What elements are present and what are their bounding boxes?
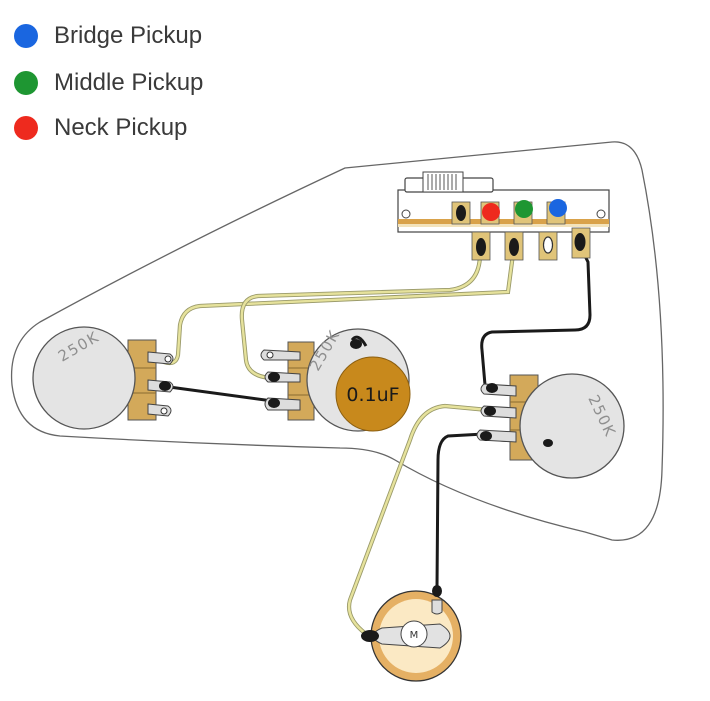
- output-jack: M: [361, 585, 462, 682]
- volume-pot: 250K: [32, 326, 174, 430]
- middle-pickup-lug-icon: [515, 200, 533, 218]
- pickup-selector-switch: [397, 171, 610, 261]
- wire-black-pot-to-jack: [435, 432, 486, 590]
- output-jack-label: M: [410, 630, 419, 641]
- wire-black-volume-to-tone: [160, 384, 282, 404]
- neck-pickup-dot-icon: [14, 116, 38, 140]
- legend-item-neck: Neck Pickup: [14, 113, 187, 143]
- legend-label-middle: Middle Pickup: [54, 69, 204, 96]
- legend-label-bridge: Bridge Pickup: [54, 22, 203, 49]
- capacitor: 0.1uF: [335, 356, 411, 432]
- tone-pot-right: 250K: [476, 373, 625, 479]
- neck-pickup-lug-icon: [482, 203, 500, 221]
- bridge-pickup-dot-icon: [14, 24, 38, 48]
- wire-black-switch-to-pot: [480, 240, 592, 387]
- legend-label-neck: Neck Pickup: [54, 114, 188, 141]
- legend-item-middle: Middle Pickup: [14, 68, 203, 98]
- legend-item-bridge: Bridge Pickup: [14, 21, 202, 51]
- middle-pickup-dot-icon: [14, 71, 38, 95]
- bridge-pickup-lug-icon: [549, 199, 567, 217]
- capacitor-label: 0.1uF: [346, 384, 399, 406]
